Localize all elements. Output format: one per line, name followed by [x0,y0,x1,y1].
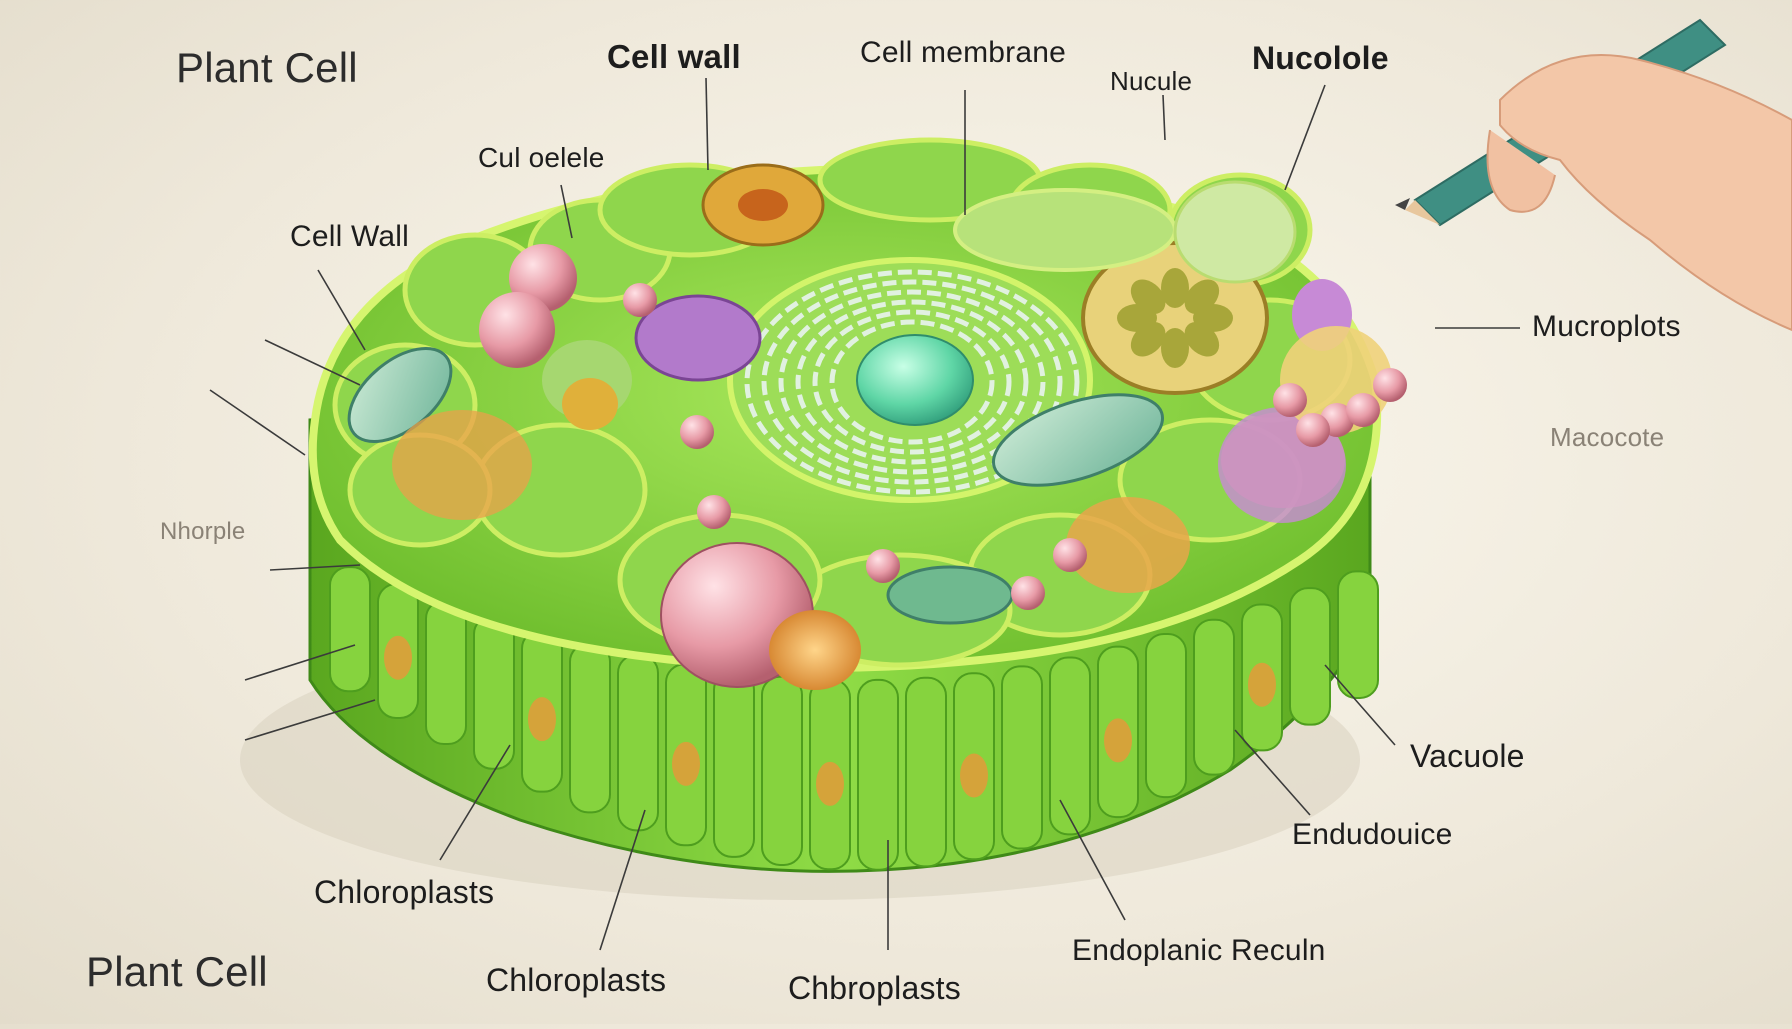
ribosome [697,495,731,529]
wall-column [1194,620,1234,775]
wall-pore [1248,663,1276,707]
wall-pore [672,742,700,786]
wall-column [474,616,514,769]
label-nucule: Nucule [1110,66,1192,97]
wall-column [906,678,946,867]
wall-column [426,600,466,744]
ribosome [623,283,657,317]
label-cell-wall-top: Cell wall [607,38,741,76]
wall-pore [1104,718,1132,762]
wall-column [714,672,754,857]
title-top: Plant Cell [176,44,358,92]
ribosome [1373,368,1407,402]
nucleus [857,335,973,425]
label-nucolole: Nucolole [1252,40,1389,77]
wall-column [1002,666,1042,848]
label-endudouice: Endudouice [1292,818,1452,852]
wall-column [1338,571,1378,698]
wall-column [1146,634,1186,797]
ribosome [1296,413,1330,447]
wall-pore [528,697,556,741]
label-vacuole: Vacuole [1410,738,1525,775]
label-chloroplasts-left: Chloroplasts [314,874,494,911]
wall-column [762,677,802,865]
label-macocote: Macocote [1550,422,1664,453]
ribosome [866,549,900,583]
ribosome [1273,383,1307,417]
wall-pore [384,636,412,680]
wall-column [570,644,610,813]
label-nhorple: Nhorple [160,518,245,546]
label-chloroplasts-mid: Chloroplasts [486,962,666,999]
label-endoplasmic: Endoplanic Reculn [1072,934,1326,968]
wall-column [1050,657,1090,834]
ribosome [1346,393,1380,427]
label-chloroplasts-right: Chbroplasts [788,970,961,1007]
label-cell-membrane: Cell membrane [860,36,1066,70]
hand-icon [1488,55,1792,330]
title-bottom: Plant Cell [86,948,268,996]
wall-column [858,680,898,870]
label-mucroplots: Mucroplots [1532,310,1681,344]
ribosome [1011,576,1045,610]
ribosome [1053,538,1087,572]
wall-pore [960,754,988,798]
wall-column [1290,588,1330,724]
wall-pore [816,762,844,806]
ribosome [680,415,714,449]
label-cell-wall-left: Cell Wall [290,220,409,254]
wall-column [618,655,658,830]
label-culoelele: Cul oelele [478,142,605,174]
wall-column [330,567,370,691]
